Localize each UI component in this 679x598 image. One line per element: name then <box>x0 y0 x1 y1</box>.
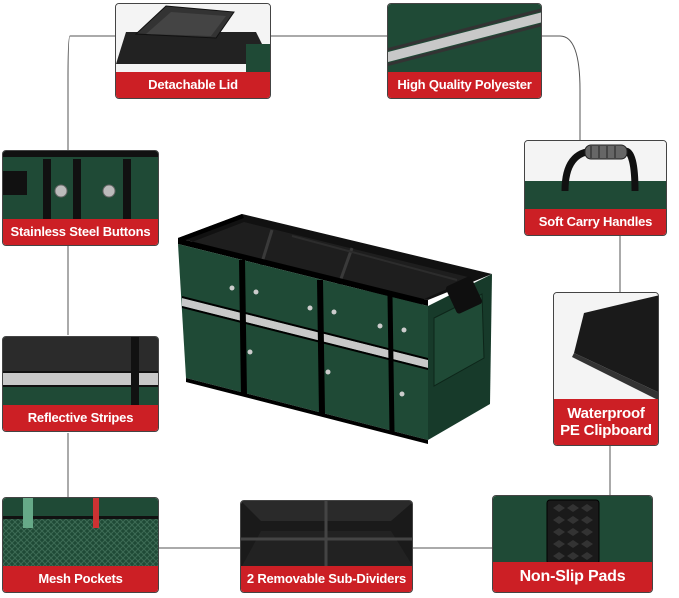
feature-card-mesh: Mesh Pockets <box>2 497 159 593</box>
lid-photo-icon <box>116 4 270 74</box>
feature-card-stripes: Reflective Stripes <box>2 336 159 432</box>
trunk-organizer-product-image <box>178 214 492 444</box>
feature-card-polyester: High Quality Polyester <box>387 3 542 99</box>
feature-label: Stainless Steel Buttons <box>3 219 158 245</box>
feature-label: High Quality Polyester <box>388 72 541 98</box>
feature-card-lid: Detachable Lid <box>115 3 271 99</box>
feature-card-buttons: Stainless Steel Buttons <box>2 150 159 246</box>
fabric-photo-icon <box>388 4 541 74</box>
pad-photo-icon <box>493 496 652 564</box>
feature-card-dividers: 2 Removable Sub-Dividers <box>240 500 413 593</box>
board-photo-icon <box>554 293 658 401</box>
feature-label: Reflective Stripes <box>3 405 158 431</box>
stripe-photo-icon <box>3 337 158 407</box>
feature-card-clipboard: Waterproof PE Clipboard <box>553 292 659 446</box>
feature-label: Waterproof PE Clipboard <box>554 399 658 445</box>
feature-label: 2 Removable Sub-Dividers <box>241 566 412 592</box>
feature-label: Mesh Pockets <box>3 566 158 592</box>
divider-photo-icon <box>241 501 412 568</box>
button-photo-icon <box>3 151 158 221</box>
feature-label: Detachable Lid <box>116 72 270 98</box>
feature-card-handles: Soft Carry Handles <box>524 140 667 236</box>
feature-label: Non-Slip Pads <box>493 562 652 592</box>
handle-photo-icon <box>525 141 666 211</box>
feature-label: Soft Carry Handles <box>525 209 666 235</box>
feature-card-pads: Non-Slip Pads <box>492 495 653 593</box>
mesh-photo-icon <box>3 498 158 568</box>
